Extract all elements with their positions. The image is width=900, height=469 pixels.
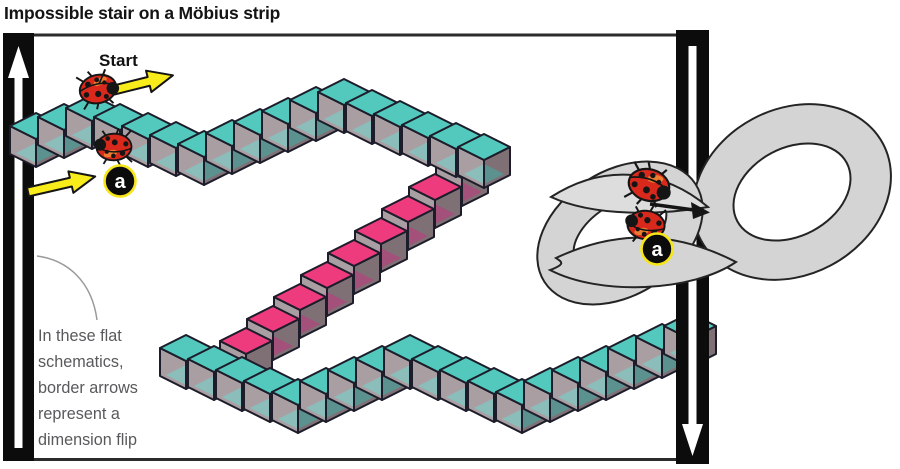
note-line: border arrows [38, 379, 138, 397]
left-border-bar [3, 33, 34, 461]
mobius-strip-icon: a [536, 103, 892, 306]
up-right-yellow-arrow-icon [24, 164, 99, 204]
marker-letter: a [114, 171, 126, 193]
border-note: In these flat schematics, border arrows … [36, 255, 138, 449]
mobius-lower-band [547, 236, 738, 289]
note-line: represent a [38, 405, 120, 423]
note-callout-line [36, 255, 98, 321]
mobius-right-loop [692, 103, 892, 281]
diagram-frame [3, 33, 709, 461]
start-leader-line [98, 69, 106, 85]
note-line: In these flat [38, 327, 122, 345]
cube [457, 133, 511, 189]
right-arrow-icon [649, 202, 710, 219]
note-line: dimension flip [38, 431, 137, 449]
start-annotations: Start a [24, 51, 177, 204]
marker-letter: a [651, 239, 663, 261]
marker-a-mobius: a [640, 232, 674, 266]
note-line: schematics, [38, 353, 123, 371]
marker-a-stair: a [103, 164, 137, 198]
start-label: Start [99, 51, 138, 70]
cube-stair-pink [219, 151, 489, 383]
figure-title: Impossible stair on a Möbius strip [4, 3, 281, 23]
